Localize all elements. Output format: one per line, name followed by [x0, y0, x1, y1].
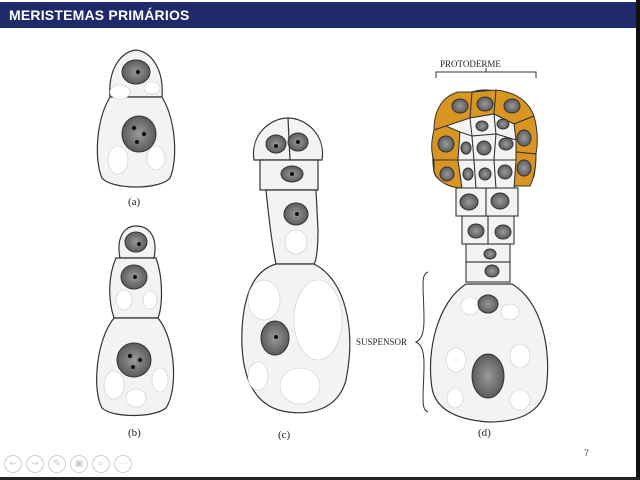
embryo-stage-c [242, 118, 350, 413]
zoom-icon[interactable]: ⌕ [92, 455, 110, 473]
window-edge-right [636, 0, 640, 480]
embryo-stage-a [97, 50, 174, 187]
label-a: (a) [128, 196, 141, 208]
label-c: (c) [278, 429, 291, 441]
embryo-stage-b [97, 226, 174, 416]
embryo-stage-d [416, 68, 548, 422]
slides-icon[interactable]: ▣ [70, 455, 88, 473]
prev-icon[interactable]: ← [4, 455, 22, 473]
presenter-toolbar: ← → ✎ ▣ ⌕ ⋯ [4, 455, 132, 473]
next-icon[interactable]: → [26, 455, 44, 473]
label-protoderme: PROTODERME [440, 59, 501, 69]
more-icon[interactable]: ⋯ [114, 455, 132, 473]
label-b: (b) [128, 427, 141, 439]
page-number: 7 [584, 448, 589, 458]
pen-icon[interactable]: ✎ [48, 455, 66, 473]
label-d: (d) [478, 427, 491, 439]
label-suspensor: SUSPENSOR [356, 337, 407, 347]
